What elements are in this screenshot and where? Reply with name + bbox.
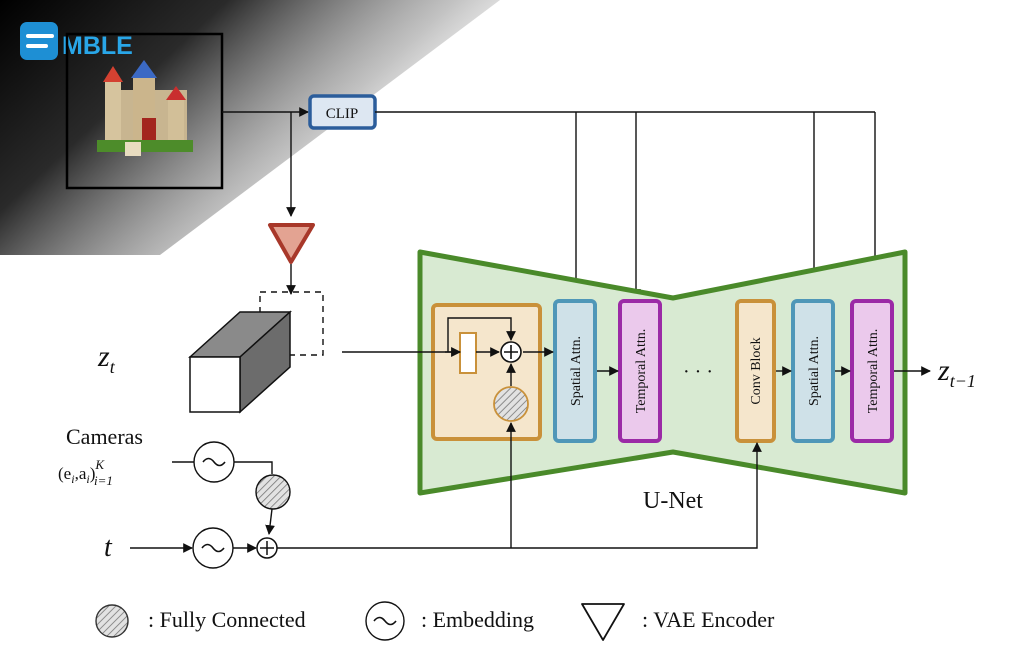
legend-vae-icon [581,603,625,641]
z-out-label: zt−1 [937,354,976,391]
vae-encoder-triangle [268,223,315,264]
temporal-attn-block-2: Temporal Attn. [850,299,894,443]
clip-block: CLIP [308,94,377,130]
corner-shade [0,0,500,255]
legend-vae-label: : VAE Encoder [642,607,775,632]
castle-block [125,142,141,156]
spatial-attn-label-1: Spatial Attn. [569,336,584,406]
castle-tower-left [105,80,121,142]
camera-fc-icon [255,474,291,510]
z-t-label: zt [97,340,116,377]
camera-path [172,461,275,535]
conv-block: Conv Block [735,299,776,443]
temporal-attn-label-2: Temporal Attn. [866,329,881,414]
legend-fc-label: : Fully Connected [148,607,306,632]
unet-label: U-Net [643,488,703,514]
castle-roof-right [166,86,186,100]
spatial-attn-block-1: Spatial Attn. [553,299,597,443]
conv-block-label: Conv Block [749,337,764,404]
clip-label: CLIP [326,106,359,122]
castle-roof-left [103,66,123,82]
logo-text: MBLE [62,32,133,60]
temporal-attn-label-1: Temporal Attn. [634,329,649,414]
input-image [65,32,224,190]
temporal-attn-block-1: Temporal Attn. [618,299,662,443]
flow-arrows [523,347,931,376]
t-label: t [104,532,113,563]
resnet-block [431,303,542,441]
legend: : Fully Connected : Embedding : VAE Enco… [95,601,775,641]
legend-fc-icon [95,604,129,638]
cameras-label: Cameras [66,424,143,449]
castle-roof-mid [131,60,157,78]
ellipsis-dots: · · · [683,361,713,383]
castle-door [142,118,156,142]
castle-tower-right [168,98,184,142]
input-image-frame [65,32,224,190]
logo: MBLE [20,22,133,60]
resnet-fc-icon [493,386,529,422]
logo-e-icon [20,22,58,60]
legend-embedding-label: : Embedding [421,607,534,632]
spatial-attn-block-2: Spatial Attn. [791,299,835,443]
spatial-attn-label-2: Spatial Attn. [807,336,822,406]
latent-cube [188,291,324,414]
resnet-inner-layer [459,332,477,374]
castle-base [97,140,193,152]
timestep-conditioning-lines [277,422,762,549]
